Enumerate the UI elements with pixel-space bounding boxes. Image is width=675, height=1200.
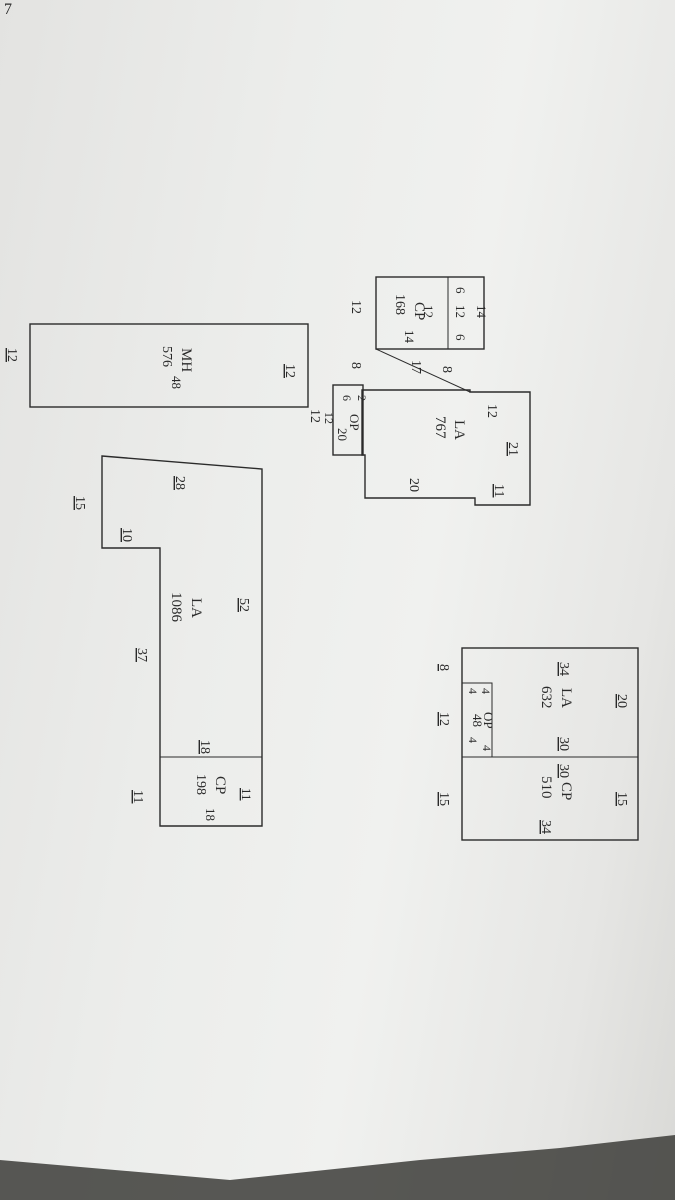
right-op-dim-4a: 4	[479, 688, 493, 694]
main-op-dim-2: 2	[355, 395, 369, 401]
main-op-area: 20	[335, 428, 350, 441]
main-cp-code: CP	[411, 302, 427, 320]
main-dim-12a: 12	[484, 404, 499, 418]
main-dim-21: 21	[505, 442, 520, 456]
large-dim-15: 15	[72, 496, 87, 510]
right-op-area: 48	[470, 714, 485, 727]
right-dim-4b: 4	[466, 737, 480, 743]
main-op-code: OP	[347, 414, 362, 431]
large-cp-code: CP	[212, 776, 228, 794]
main-building: LA 767 21 12 11 20 17 8 8 12 12 CP 168 6…	[4, 276, 531, 506]
large-dim-52: 52	[236, 598, 251, 612]
large-cp-area: 198	[193, 774, 208, 795]
main-dim-8a: 8	[439, 366, 454, 373]
right-op-outline	[461, 682, 493, 758]
right-op-dim-4b: 4	[480, 745, 494, 751]
right-op-code: OP	[481, 712, 496, 729]
main-dim-12b: 12	[348, 300, 363, 314]
main-dim-12c: 12	[307, 409, 322, 423]
main-cp-dim-14b: 14	[474, 305, 489, 319]
large-la-outline	[101, 455, 263, 827]
right-dim-12: 12	[436, 712, 451, 726]
right-la-code: LA	[558, 688, 574, 708]
main-cp-dim-14a: 14	[402, 330, 417, 344]
main-op-outline	[332, 384, 364, 456]
main-mh-outline	[29, 323, 309, 408]
right-dim-30a: 30	[556, 737, 571, 751]
right-la-area: 632	[538, 686, 554, 709]
main-cp-dim-12: 12	[453, 305, 468, 318]
main-dim-11: 11	[491, 484, 506, 497]
main-cp-area: 168	[392, 294, 407, 315]
large-la-code: LA	[188, 598, 204, 618]
large-cp-dim-18: 18	[203, 808, 218, 821]
right-cp-dim-15a: 15	[614, 792, 629, 806]
large-dim-37: 37	[134, 648, 149, 662]
main-mh-code: MH	[178, 348, 194, 372]
main-op-dim-12: 12	[322, 412, 336, 424]
main-dim-8b: 8	[348, 362, 363, 369]
right-dim-4a: 4	[466, 688, 480, 694]
right-dim-20: 20	[614, 694, 629, 708]
right-cp-code: CP	[558, 782, 574, 800]
right-outline	[461, 647, 639, 841]
right-cp-dim-15b: 15	[436, 792, 451, 806]
main-mh-dim-12a: 12	[282, 364, 297, 378]
photo-background-edge	[0, 1135, 675, 1200]
large-dim-18: 18	[197, 740, 212, 754]
main-cp-connector	[375, 348, 471, 393]
large-dim-10: 10	[119, 528, 134, 542]
right-cp-dim-30: 30	[556, 764, 571, 778]
large-dim-11: 11	[130, 790, 145, 803]
large-dim-28: 28	[172, 476, 187, 490]
large-cp-dim-11: 11	[239, 788, 254, 801]
right-dim-8: 8	[436, 664, 451, 671]
main-dim-17: 17	[408, 360, 423, 374]
main-cp-dim-6a: 6	[453, 287, 468, 294]
right-cp-area: 510	[538, 776, 554, 799]
main-cp-inner	[447, 276, 485, 350]
main-mh-dim-12b: 12	[4, 348, 19, 362]
main-mh-dim-48: 48	[169, 376, 184, 389]
main-dim-20: 20	[406, 478, 421, 492]
main-la-code: LA	[451, 420, 467, 440]
main-cp-dim-6b: 6	[453, 334, 468, 341]
corner-mark: 7	[4, 1, 12, 18]
right-building: LA 632 20 34 30 8 4 4 12 OP 48 4 4 CP 51…	[436, 647, 639, 841]
main-mh-area: 576	[159, 346, 174, 367]
main-la-outline	[361, 389, 531, 506]
large-la-area: 1086	[168, 592, 184, 623]
large-building: LA 1086 52 37 28 10 15 18 11 CP 198 11 1…	[72, 455, 263, 827]
main-la-area: 767	[432, 416, 448, 439]
right-cp-dim-34: 34	[538, 820, 553, 834]
main-op-dim-6: 6	[340, 395, 354, 401]
main-cp-dim-12b: 12	[421, 305, 436, 318]
right-dim-34: 34	[556, 662, 571, 676]
